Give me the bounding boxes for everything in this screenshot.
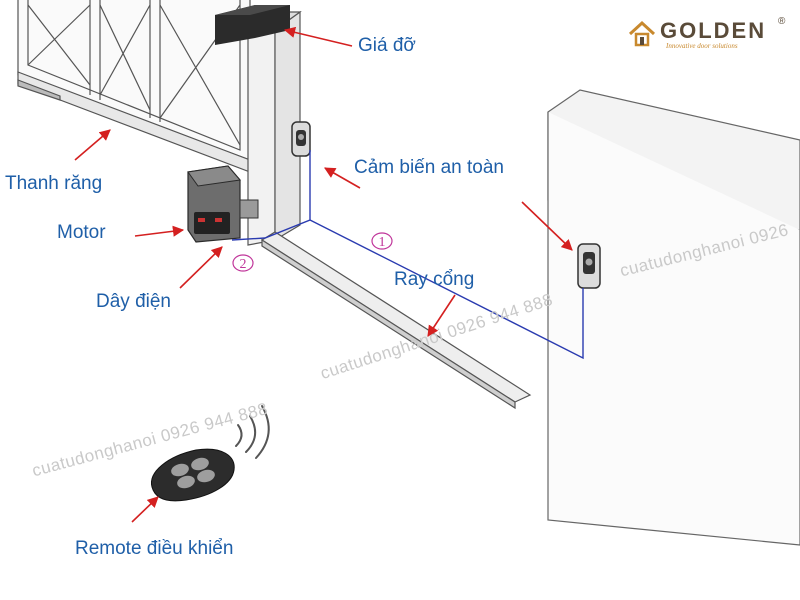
pointer-arrows [74,26,573,523]
arrow-cam-bien-left [324,167,361,189]
arrow-day-dien [179,246,223,289]
arrow-ray-cong [427,294,456,337]
brand-name: GOLDEN [660,18,767,43]
house-logo-icon [628,20,656,47]
gate-rail [260,231,532,410]
arrow-remote [131,496,159,523]
arrow-thanh-rang [74,129,111,161]
arrow-gia-do [283,26,353,47]
label-day-dien: Dây điện [96,291,171,312]
label-gia-do: Giá đỡ [358,35,416,56]
label-motor: Motor [57,222,106,243]
label-thanh-rang: Thanh răng [5,173,103,194]
photocell-left [291,121,311,157]
label-remote: Remote điều khiển [75,538,234,559]
remote-control [151,448,235,502]
label-cam-bien: Cảm biến an toàn [354,157,504,178]
wall-block [547,89,800,546]
golden-logo: GOLDEN ® Innovative door solutions [628,16,793,52]
motor-unit [187,165,259,243]
marker-1: 1 [379,235,386,250]
marker-2: 2 [240,257,247,272]
label-ray-cong: Ray cổng [394,269,475,290]
arrow-cam-bien-right [521,201,573,251]
arrow-motor [134,225,185,237]
cable-markers [232,232,393,272]
signal-waves [235,405,270,459]
wiring [231,150,584,360]
top-bracket [215,5,290,45]
registered-mark: ® [778,16,786,27]
photocell-right [577,243,601,289]
brand-tagline: Innovative door solutions [666,42,738,50]
